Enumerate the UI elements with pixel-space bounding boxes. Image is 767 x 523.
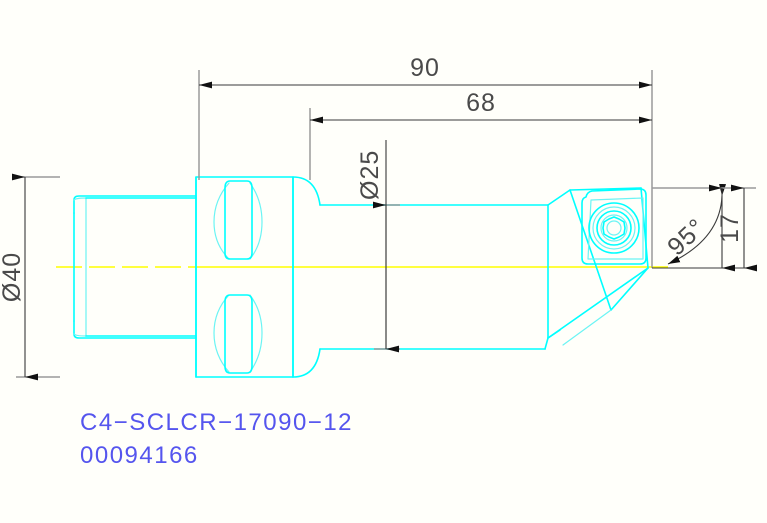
dimension-functional-length-text: 68 [466,89,496,117]
dimension-head-height: 17 [652,184,757,272]
dimension-overall-length-text: 90 [410,54,440,82]
dimension-coupling-diameter: Ø40 [0,173,60,381]
dimension-shank-diameter-text: Ø25 [356,150,384,200]
part-designation-label: C4−SCLCR−17090−12 [80,409,353,436]
cylindrical-body [319,204,549,350]
part-article-number-label: 00094166 [80,442,199,469]
dimension-overall-length: 90 [198,54,653,268]
capto-taper-shank [73,195,197,339]
fillet-transition [292,176,321,378]
dimension-shank-diameter: Ø25 [356,140,400,353]
dimension-functional-length: 68 [309,89,652,180]
dimension-coupling-diameter-text: Ø40 [0,252,26,302]
cutting-insert [581,188,647,265]
dimension-lead-angle-text: 95° [662,213,711,261]
coupling-flange [195,176,294,378]
insert-clamp-screw [588,202,640,254]
dimension-head-height-text: 17 [716,213,744,243]
cutting-head [544,187,649,350]
